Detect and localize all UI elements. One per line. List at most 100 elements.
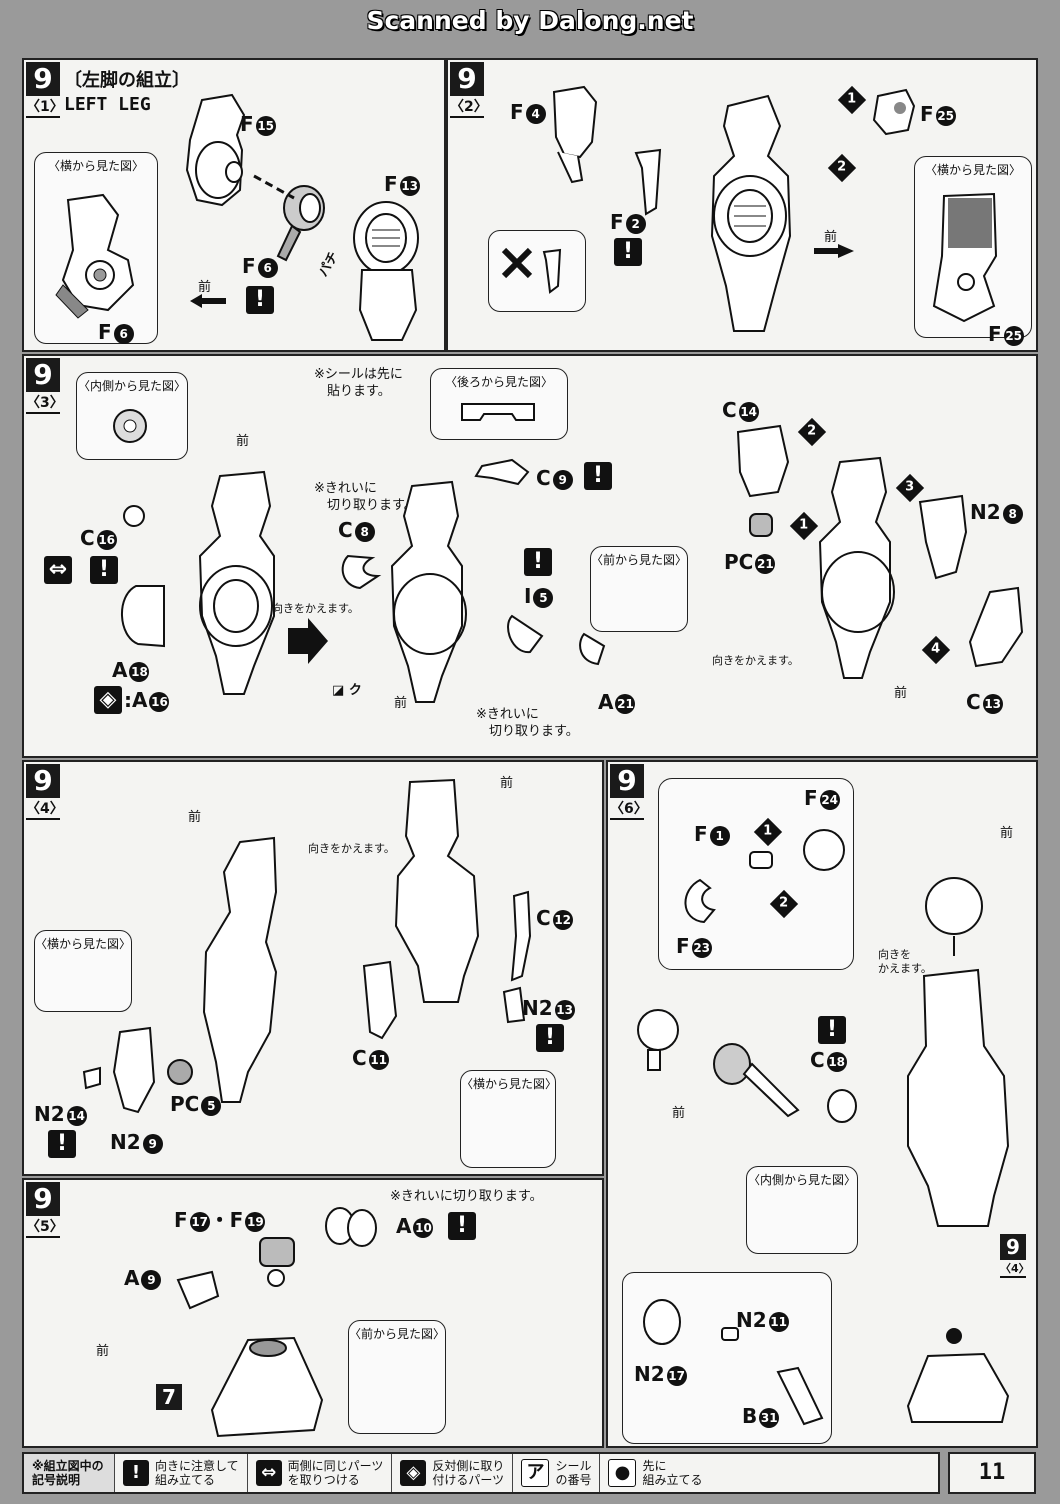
seal-label: ◪ ク: [332, 683, 362, 698]
front-label: 前: [894, 686, 908, 701]
turn-note: 向きを かえます。: [878, 948, 932, 975]
step-badge: 9 〈1〉: [26, 62, 64, 118]
page-number: 11: [948, 1452, 1036, 1494]
leg-assembly-4a: [82, 836, 278, 1114]
opposite-side-icon: ◈: [94, 686, 122, 714]
step-order-1: 1: [837, 85, 867, 115]
front-arrow: [190, 294, 226, 308]
inner-view-bubble: 〈内側から見た図〉: [746, 1166, 858, 1254]
side-view-part: [55, 193, 135, 319]
section-subtitle: LEFT LEG: [64, 94, 151, 115]
front-label: 前: [236, 434, 250, 449]
step-badge: 9 〈6〉: [610, 764, 648, 820]
front-view-bubble: 〈前から見た図〉: [348, 1320, 446, 1434]
both-sides-icon: ⇔: [44, 556, 72, 584]
step-ref-7: 7: [156, 1384, 182, 1410]
front-label: 前: [188, 810, 202, 825]
legend-item-caution: !向きに注意して 組み立てる: [115, 1454, 248, 1492]
front-label: 前: [96, 1344, 110, 1359]
leg-assembly-6: [906, 877, 1010, 1423]
big-arrow: [288, 618, 328, 664]
front-view-bubble: 〈前から見た図〉: [590, 546, 688, 632]
legend-item-both-sides: ⇔両側に同じパーツ を取りつける: [248, 1454, 393, 1492]
turn-note: 向きをかえます。: [308, 842, 395, 855]
leg-assembly-3c: [736, 424, 1024, 679]
hip-parts: [176, 1207, 377, 1438]
side-view-bubble-2: 〈横から見た図〉: [460, 1070, 557, 1168]
side-view-bubble: 〈横から見た図〉: [34, 152, 158, 344]
side-view-part: [932, 192, 998, 323]
warning-icon: !: [818, 1016, 846, 1044]
warning-icon: !: [524, 548, 552, 576]
f6-part: [253, 174, 325, 262]
front-label: 前: [394, 696, 408, 711]
legend-item-seal: アシール の番号: [513, 1454, 601, 1492]
step-badge: 9 〈3〉: [26, 358, 64, 414]
leg-assembly-4b: [362, 778, 532, 1040]
leg-assembly-2: [710, 94, 792, 332]
legend-item-preassemble: ●先に 組み立てる: [600, 1454, 710, 1492]
legend-heading: ※組立図中の 記号説明: [24, 1454, 115, 1492]
turn-note: 向きをかえます。: [272, 602, 359, 615]
watermark: Scanned by Dalong.net: [366, 6, 694, 35]
symbol-legend: ※組立図中の 記号説明 !向きに注意して 組み立てる ⇔両側に同じパーツ を取り…: [22, 1452, 940, 1494]
connector-parts: [643, 1299, 824, 1426]
leg-assembly-3b: [341, 458, 606, 703]
step-ref-9-4: 9 〈4〉: [1000, 1234, 1030, 1278]
f13-part: [353, 201, 419, 341]
arm-joint-parts: [637, 1009, 857, 1123]
warning-icon: !: [448, 1212, 476, 1240]
wrong-orientation-bubble: [488, 230, 586, 312]
warning-icon: !: [614, 238, 642, 266]
front-label-2: 前: [1000, 826, 1014, 841]
front-label: 前: [824, 230, 838, 245]
turn-note-2: 向きをかえます。: [712, 654, 799, 667]
clean-cut-note-2: ※きれいに 切り取ります。: [476, 707, 579, 739]
front-label: 前: [672, 1106, 686, 1121]
front-label-2: 前: [500, 776, 514, 791]
f4-part: [552, 85, 598, 184]
detail-bubble: [658, 778, 854, 970]
back-view-part: [461, 403, 535, 421]
step-badge: 9 〈5〉: [26, 1182, 64, 1238]
front-arrow: [814, 244, 854, 258]
warning-icon: !: [536, 1024, 564, 1052]
side-view-bubble: 〈横から見た図〉: [34, 930, 132, 1012]
f25-part: [872, 88, 916, 136]
